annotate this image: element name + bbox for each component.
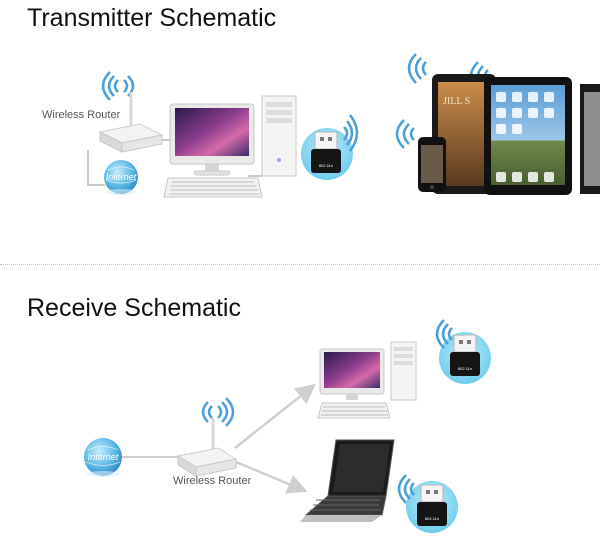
tablet-icon xyxy=(580,84,600,194)
router-icon xyxy=(98,123,164,153)
router-icon xyxy=(176,447,238,477)
rx-internet-label: Internet xyxy=(88,452,119,462)
keyboard-icon xyxy=(163,177,263,198)
wifi-waves-icon xyxy=(101,71,135,101)
globe-icon: Internet xyxy=(84,438,122,477)
wifi-waves-icon xyxy=(435,319,453,349)
receive-title: Receive Schematic xyxy=(27,294,241,322)
usb-dongle-icon: 802.11n xyxy=(301,128,353,180)
wifi-waves-icon xyxy=(343,114,359,152)
arrow-icon xyxy=(235,460,308,494)
arrow-icon xyxy=(234,383,316,449)
svg-text:JILL S: JILL S xyxy=(443,96,470,107)
tx-internet-label: Internet xyxy=(106,172,137,182)
laptop-icon xyxy=(300,439,395,522)
wifi-waves-icon xyxy=(395,119,415,149)
globe-icon: Internet xyxy=(104,160,138,195)
keyboard-icon xyxy=(317,402,391,419)
rx-dongle-label-top: 802.11n xyxy=(458,366,472,371)
tablet-icon: JILL S xyxy=(432,74,496,194)
section-divider xyxy=(0,264,600,265)
wifi-waves-icon xyxy=(407,53,427,84)
wifi-waves-icon xyxy=(201,397,235,427)
tx-dongle-label: 802.11n xyxy=(319,163,333,168)
tower-pc-icon xyxy=(261,95,297,177)
monitor-icon xyxy=(319,348,385,400)
wifi-waves-icon xyxy=(397,474,415,504)
transmitter-title: Transmitter Schematic xyxy=(27,4,277,32)
tower-pc-icon xyxy=(390,341,417,401)
rx-router-label: Wireless Router xyxy=(173,475,252,487)
rx-dongle-label-bottom: 802.11n xyxy=(425,516,439,521)
usb-dongle-icon: 802.11n xyxy=(406,481,458,533)
tx-router-label: Wireless Router xyxy=(42,109,121,121)
tablet-icon xyxy=(484,77,572,195)
monitor-icon xyxy=(169,103,255,176)
phone-icon xyxy=(418,137,446,192)
usb-dongle-icon: 802.11n xyxy=(439,332,491,384)
